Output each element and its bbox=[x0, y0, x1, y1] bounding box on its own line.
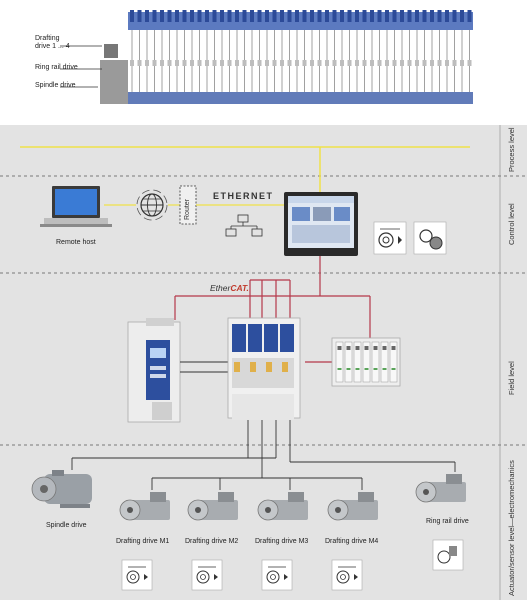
drafting-m1-label: Drafting drive M1 bbox=[116, 538, 170, 545]
ethercat-label: EtherCAT. bbox=[210, 283, 249, 293]
servo-inverter bbox=[227, 317, 301, 420]
drafting-m4-label: Drafting drive M4 bbox=[325, 538, 379, 545]
network-icon bbox=[225, 214, 263, 237]
inverter-drive bbox=[127, 318, 181, 423]
motion-badge-4 bbox=[331, 559, 363, 591]
label-spindle: Spindle drive bbox=[35, 82, 76, 89]
spinning-machine bbox=[100, 10, 473, 104]
ring-rail-drive-label: Ring rail drive bbox=[426, 518, 469, 525]
laptop-icon bbox=[40, 186, 112, 227]
router-label: Router bbox=[184, 198, 191, 220]
drafting-motor-1 bbox=[119, 492, 170, 521]
globe-icon bbox=[136, 189, 168, 221]
ring-rail-motor bbox=[415, 474, 466, 503]
ring-rail-badge bbox=[432, 539, 464, 571]
actuator-level-label: Actuator/sensor level—electromechanics bbox=[507, 460, 516, 596]
drafting-motor-2 bbox=[187, 492, 238, 521]
motion-badge-3 bbox=[261, 559, 293, 591]
control-level-label: Control level bbox=[507, 203, 516, 245]
winder-icon bbox=[413, 221, 447, 255]
remote-host-label: Remote host bbox=[56, 239, 96, 246]
io-module bbox=[331, 337, 401, 387]
label-ring-rail: Ring rail drive bbox=[35, 64, 78, 71]
ethernet-label: ETHERNET bbox=[213, 191, 274, 201]
motion-badge-2 bbox=[191, 559, 223, 591]
drafting-motor-4 bbox=[327, 492, 378, 521]
label-drafting-drive: Drafting drive 1 ... 4 bbox=[35, 35, 70, 50]
controller-hmi bbox=[284, 192, 358, 256]
field-level-label: Field level bbox=[507, 361, 516, 395]
motion-icon bbox=[373, 221, 407, 255]
spindle-drive-label: Spindle drive bbox=[46, 522, 87, 529]
process-level-label: Process level bbox=[507, 127, 516, 172]
spindle-motor bbox=[31, 470, 92, 508]
motion-badge-1 bbox=[121, 559, 153, 591]
drive-cables bbox=[71, 420, 456, 490]
drafting-m2-label: Drafting drive M2 bbox=[185, 538, 239, 545]
ethercat-bus bbox=[174, 256, 371, 363]
drafting-motor-3 bbox=[257, 492, 308, 521]
drafting-m3-label: Drafting drive M3 bbox=[255, 538, 309, 545]
